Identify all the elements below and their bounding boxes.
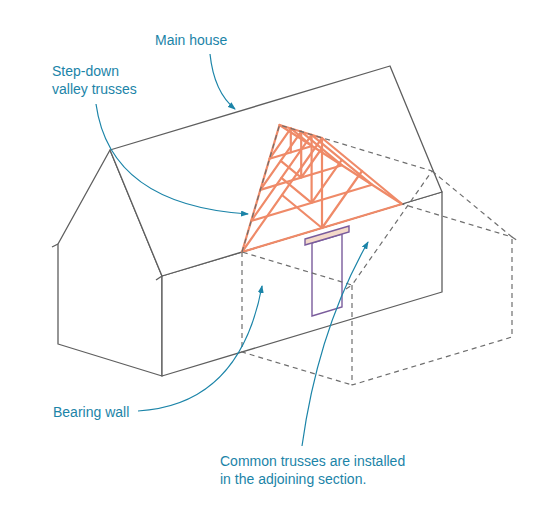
leader-line <box>138 286 262 411</box>
leader-lines <box>96 54 368 446</box>
leader-line <box>96 104 248 214</box>
addition-side-wall <box>242 252 352 385</box>
header-beam <box>305 226 349 245</box>
callout-label: Step-down valley trusses <box>52 62 148 98</box>
eave-overhang <box>52 244 58 247</box>
addition-overhang <box>346 237 518 289</box>
leader-line <box>302 242 368 446</box>
callout-label: Bearing wall <box>53 403 129 421</box>
door-frame <box>312 234 342 316</box>
callout-label: Main house <box>155 31 227 49</box>
valley-line <box>242 125 402 252</box>
truss <box>260 132 342 190</box>
main-house <box>52 66 442 376</box>
leader-line <box>210 54 235 109</box>
adjoining-section <box>242 125 518 385</box>
addition-roof <box>402 171 512 237</box>
wall-opening <box>305 226 349 316</box>
valley-trusses <box>242 125 402 252</box>
eave-overhang <box>156 276 162 280</box>
addition-gable-wall <box>352 237 512 385</box>
truss-web <box>290 128 292 152</box>
truss <box>270 128 313 158</box>
callout-label: Common trusses are installed in the adjo… <box>220 452 414 488</box>
front-roof-slope <box>110 66 442 276</box>
